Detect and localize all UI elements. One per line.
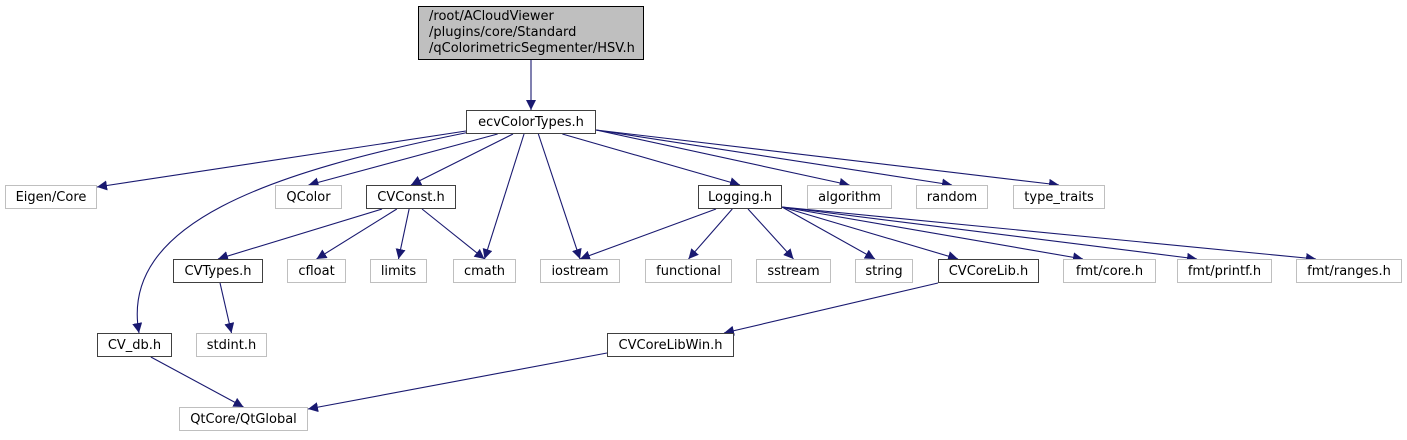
node-label: fmt/ranges.h (1307, 263, 1391, 279)
node-fmt-core-h: fmt/core.h (1063, 259, 1156, 283)
node-label: iostream (551, 263, 609, 279)
node-label: Logging.h (708, 189, 772, 205)
node-hsv-h: /root/ACloudViewer /plugins/core/Standar… (418, 6, 644, 60)
node-label: QColor (286, 189, 331, 205)
node-label: algorithm (818, 189, 881, 205)
node-label-line: /qColorimetricSegmenter/HSV.h (429, 41, 635, 56)
edge-ecvColorTypes-to-logging (562, 133, 741, 188)
edge-logging-to-string (781, 206, 876, 260)
node-label: CVCoreLib.h (948, 263, 1029, 279)
node-ecvcolortypes-h[interactable]: ecvColorTypes.h (466, 110, 596, 134)
node-label: cmath (463, 263, 506, 279)
node-cvconst-h[interactable]: CVConst.h (366, 185, 456, 209)
node-label: type_traits (1024, 189, 1094, 205)
edge-cvconst-to-limits (395, 208, 410, 260)
node-label: stdint.h (206, 337, 257, 353)
node-qtcore-qtglobal: QtCore/QtGlobal (179, 407, 308, 431)
node-cv-db-h[interactable]: CV_db.h (97, 333, 172, 357)
node-cvcorelib-h[interactable]: CVCoreLib.h (938, 259, 1039, 283)
node-stdint-h: stdint.h (196, 333, 267, 357)
node-sstream: sstream (756, 259, 831, 283)
node-label: fmt/printf.h (1187, 263, 1262, 279)
node-label: QtCore/QtGlobal (190, 411, 297, 427)
edge-ecvColorTypes-to-typeTraits (595, 129, 1060, 189)
edge-logging-to-fmtCore (781, 206, 1084, 263)
node-cfloat: cfloat (287, 259, 346, 283)
node-cvcorelibwin-h[interactable]: CVCoreLibWin.h (607, 333, 734, 357)
node-fmt-printf-h: fmt/printf.h (1177, 259, 1272, 283)
edge-logging-to-iostream (579, 208, 717, 261)
node-cvtypes-h[interactable]: CVTypes.h (173, 259, 263, 283)
node-label: functional (656, 263, 721, 279)
node-label: string (865, 263, 903, 279)
edge-logging-to-fmtRanges (781, 206, 1317, 264)
node-label: limits (380, 263, 417, 279)
node-algorithm: algorithm (807, 185, 892, 209)
edge-cvconst-to-cvtypes (217, 208, 383, 261)
node-string: string (855, 259, 913, 283)
node-label: CVCoreLibWin.h (618, 337, 723, 353)
node-label-line: /plugins/core/Standard (429, 25, 577, 40)
node-type-traits: type_traits (1013, 185, 1105, 209)
edge-cvcorelibwin-to-qtglobal (307, 352, 608, 413)
edge-logging-to-sstream (747, 208, 794, 260)
node-limits: limits (370, 259, 427, 283)
node-label: sstream (767, 263, 820, 279)
edge-ecvColorTypes-to-random (595, 129, 953, 189)
edge-ecvColorTypes-to-eigenCore (96, 130, 467, 191)
edge-ecvColorTypes-to-algorithm (595, 129, 850, 188)
edge-cvcorelib-to-cvcorelibwin (723, 282, 939, 336)
node-label-line: /root/ACloudViewer (429, 9, 554, 24)
node-label: ecvColorTypes.h (478, 114, 584, 130)
edge-ecvColorTypes-to-qcolor (308, 133, 498, 188)
node-label: cfloat (298, 263, 335, 279)
edge-logging-to-cvcorelib (781, 206, 959, 261)
node-label: Eigen/Core (15, 189, 87, 205)
edge-ecvColorTypes-to-iostream (537, 133, 582, 260)
edge-ecvColorTypes-to-cmath (482, 133, 525, 260)
edge-ecvColorTypes-to-cvdb (132, 131, 471, 334)
node-qcolor: QColor (275, 185, 342, 209)
node-label: CVTypes.h (184, 263, 252, 279)
edge-logging-to-functional (688, 208, 733, 260)
node-fmt-ranges-h: fmt/ranges.h (1296, 259, 1402, 283)
node-label: CV_db.h (107, 337, 162, 353)
edge-cvtypes-to-stdint (219, 282, 235, 334)
edge-ecvColorTypes-to-cvconst (410, 133, 514, 186)
node-label: CVConst.h (377, 189, 445, 205)
node-functional: functional (645, 259, 732, 283)
node-iostream: iostream (540, 259, 620, 283)
node-random: random (916, 185, 988, 209)
node-logging-h[interactable]: Logging.h (698, 185, 782, 209)
edge-cvconst-to-cfloat (316, 208, 398, 260)
node-cmath: cmath (453, 259, 516, 283)
node-label: random (926, 189, 978, 205)
node-label: fmt/core.h (1075, 263, 1144, 279)
node-eigen-core: Eigen/Core (5, 185, 97, 209)
edge-logging-to-fmtPrintf (781, 206, 1198, 263)
edge-cvconst-to-cmath (421, 208, 485, 260)
edge-cvdb-to-qtglobal (150, 356, 244, 408)
